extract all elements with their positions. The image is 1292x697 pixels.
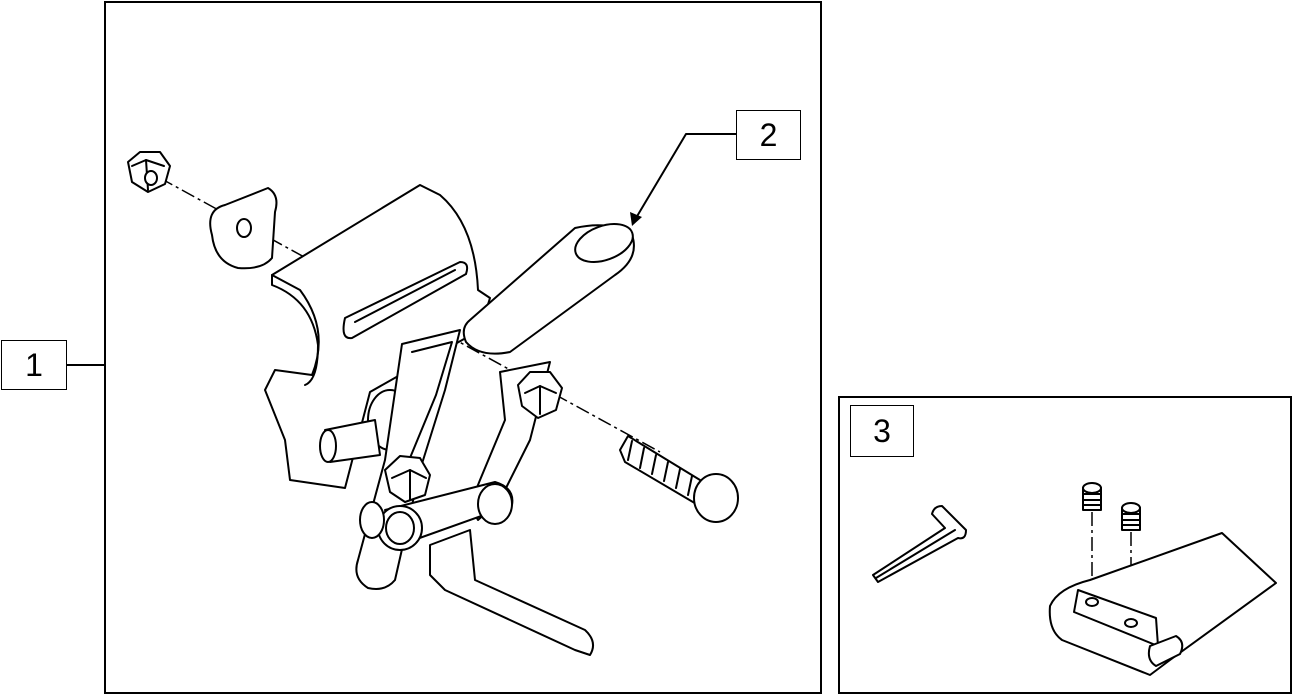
callout-1: 1 xyxy=(1,340,67,390)
release-knob xyxy=(462,223,635,355)
hex-bolt-lower xyxy=(384,455,431,503)
axle-pin xyxy=(319,419,381,463)
allen-key xyxy=(872,505,967,583)
set-screw-left xyxy=(1082,482,1102,600)
callout-3: 3 xyxy=(850,405,914,457)
callout-2: 2 xyxy=(736,110,801,160)
hex-bolt-upper xyxy=(517,371,563,419)
threaded-bolt xyxy=(619,435,739,523)
callout-2-leader xyxy=(630,133,737,226)
wedge-clip xyxy=(1048,532,1277,676)
hex-nut xyxy=(127,151,171,193)
roller-right xyxy=(477,483,513,525)
link-bar xyxy=(359,481,514,551)
tab-plate xyxy=(209,187,278,270)
foot-plate xyxy=(429,529,595,656)
mounting-bracket xyxy=(264,184,491,489)
